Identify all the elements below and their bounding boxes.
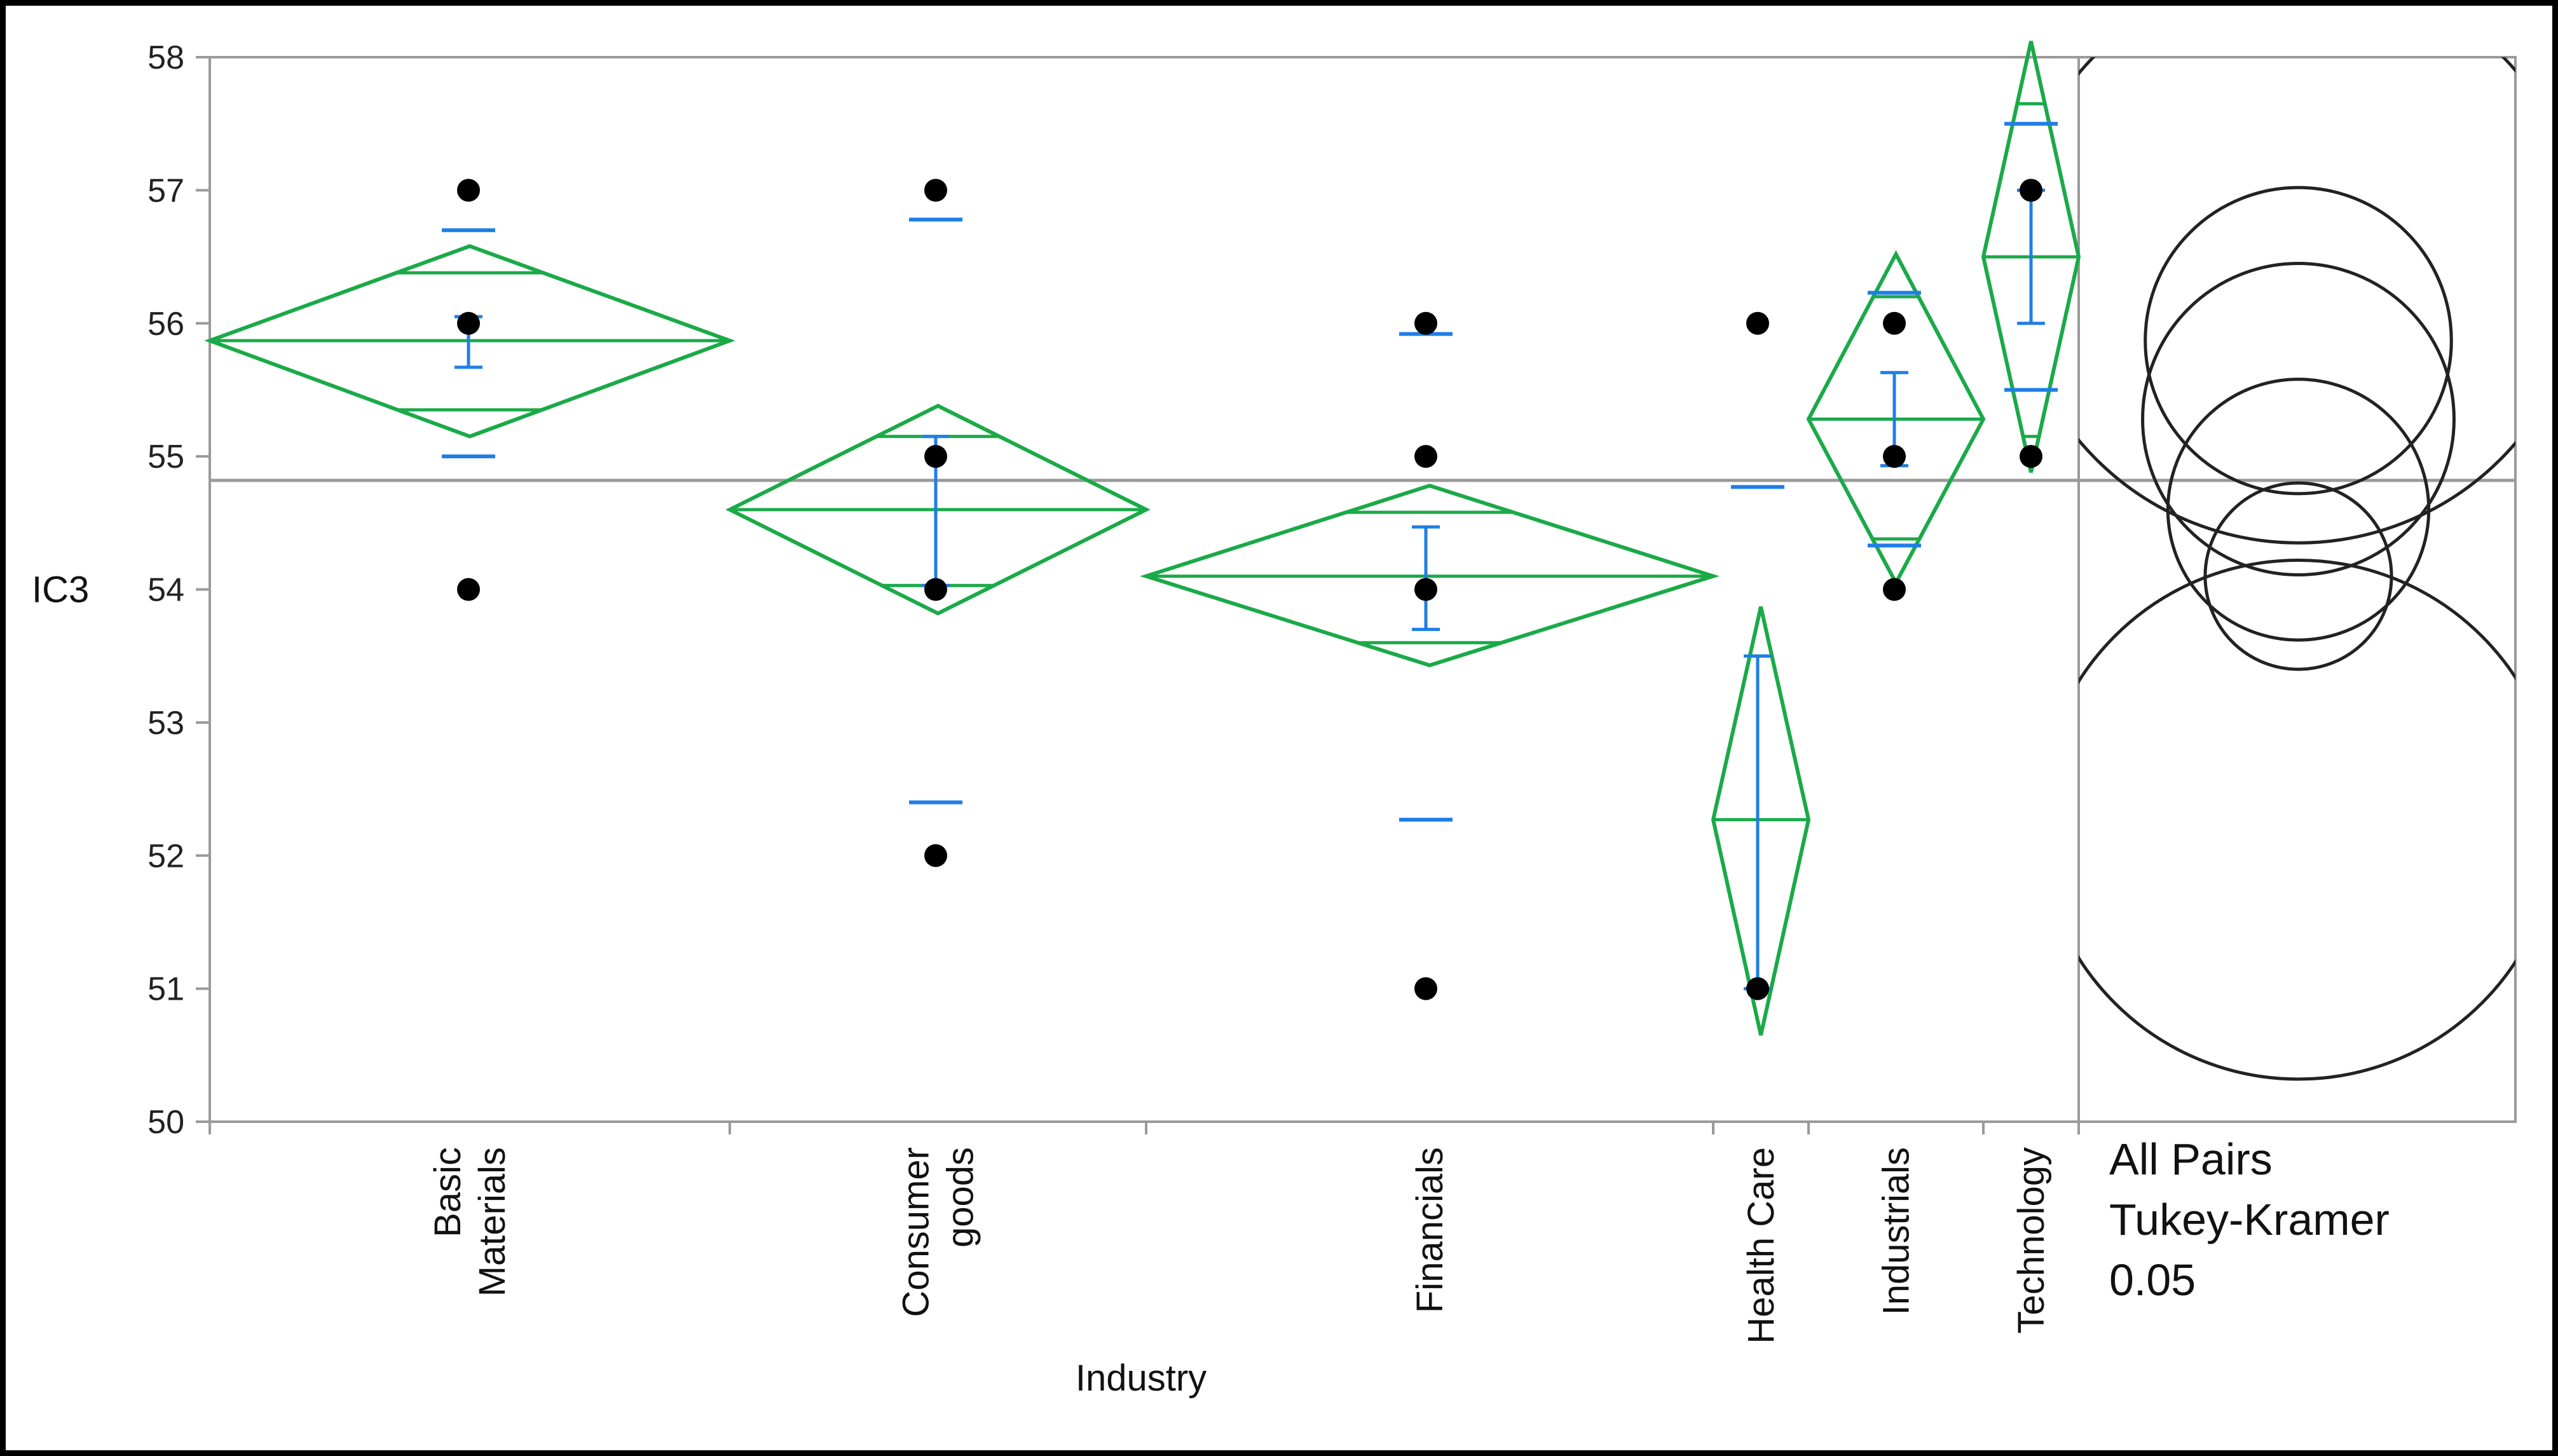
data-point bbox=[1746, 977, 1769, 1000]
data-point bbox=[1414, 445, 1437, 468]
data-point bbox=[1414, 578, 1437, 601]
data-point bbox=[457, 311, 480, 335]
data-point bbox=[2020, 445, 2042, 468]
annotation-line: Tukey-Kramer bbox=[2109, 1195, 2390, 1244]
comparison-circle bbox=[2079, 559, 2515, 1081]
y-tick-label: 57 bbox=[147, 172, 184, 209]
data-point bbox=[924, 844, 947, 867]
x-axis-label: Industry bbox=[1076, 1357, 1207, 1399]
category-group bbox=[1981, 41, 2081, 473]
comparison-circle bbox=[2141, 262, 2456, 576]
category-group bbox=[1140, 311, 1720, 1000]
data-point bbox=[924, 179, 947, 202]
category-group bbox=[1806, 250, 1986, 601]
category-group bbox=[1711, 311, 1811, 1036]
x-category-label-line: Financials bbox=[1409, 1147, 1451, 1313]
plot-area bbox=[209, 56, 2080, 1123]
data-point bbox=[457, 179, 480, 202]
x-category-label: Technology bbox=[2011, 1147, 2052, 1333]
x-category-label: Health Care bbox=[1741, 1147, 1782, 1344]
x-category-label-line: Consumer bbox=[896, 1147, 937, 1317]
comparison-circle bbox=[2079, 57, 2515, 545]
data-point bbox=[1746, 311, 1769, 335]
plot-background bbox=[209, 56, 2517, 1123]
x-category-label: Industrials bbox=[1876, 1147, 1917, 1315]
circles-group bbox=[2079, 57, 2515, 1081]
data-point bbox=[924, 578, 947, 601]
y-axis-label: IC3 bbox=[32, 569, 89, 611]
x-category-label-line: goods bbox=[940, 1147, 981, 1248]
y-tick-label: 56 bbox=[147, 306, 184, 343]
y-tick-label: 52 bbox=[147, 838, 184, 874]
annotation-line: All Pairs bbox=[2109, 1134, 2273, 1184]
y-tick-label: 50 bbox=[147, 1104, 184, 1141]
category-group bbox=[725, 179, 1151, 867]
data-point bbox=[457, 578, 480, 601]
x-category-label: BasicMaterials bbox=[427, 1147, 513, 1296]
comparison-circle bbox=[2144, 186, 2453, 496]
data-point bbox=[924, 445, 947, 468]
y-tick-label: 54 bbox=[147, 572, 184, 609]
y-tick-label: 51 bbox=[147, 971, 184, 1008]
data-point bbox=[2020, 179, 2042, 202]
y-tick-label: 58 bbox=[147, 39, 184, 76]
circles-area bbox=[2077, 56, 2517, 1123]
x-category-label-line: Materials bbox=[472, 1147, 513, 1296]
data-point bbox=[1414, 977, 1437, 1000]
comparison-circles-panel bbox=[2079, 57, 2515, 1081]
data-point bbox=[1883, 578, 1906, 601]
x-category-label-line: Basic bbox=[427, 1147, 469, 1237]
x-category-label-line: Health Care bbox=[1741, 1147, 1782, 1344]
y-tick-label: 55 bbox=[147, 439, 184, 475]
category-group bbox=[204, 179, 735, 601]
annotation-line: 0.05 bbox=[2109, 1255, 2196, 1305]
x-category-label: Financials bbox=[1409, 1147, 1451, 1313]
x-category-label-line: Technology bbox=[2011, 1147, 2052, 1333]
x-category-label: Consumergoods bbox=[896, 1147, 981, 1317]
x-category-label-line: Industrials bbox=[1876, 1147, 1917, 1315]
y-tick-label: 53 bbox=[147, 705, 184, 742]
data-point bbox=[1883, 311, 1906, 335]
plot-marks bbox=[204, 41, 2081, 1036]
comparison-circle bbox=[2166, 378, 2431, 642]
data-point bbox=[1883, 445, 1906, 468]
data-point bbox=[1414, 311, 1437, 335]
